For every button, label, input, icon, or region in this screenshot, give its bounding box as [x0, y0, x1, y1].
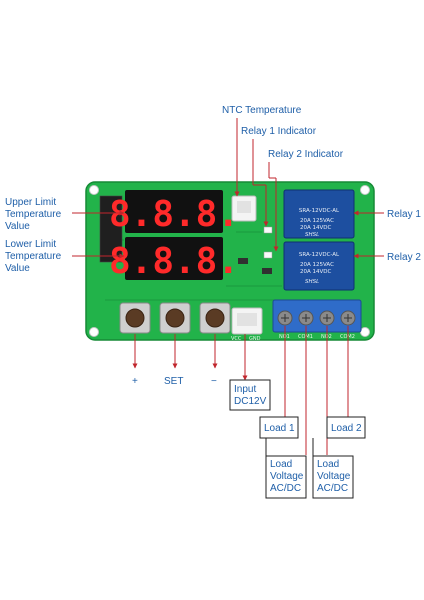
display-top: 8.8.8. — [109, 190, 239, 235]
svg-text:20A 14VDC: 20A 14VDC — [300, 225, 332, 231]
relay2-led — [263, 251, 273, 259]
input-box — [229, 379, 271, 411]
label-load2: Load 2 — [331, 423, 362, 434]
terminal-label-no1: NO1 — [279, 334, 290, 340]
label-lower-limit-2: Temperature — [5, 251, 62, 262]
svg-text:SRA-12VDC-AL: SRA-12VDC-AL — [299, 208, 340, 214]
relay1-led — [263, 226, 273, 234]
load-voltage1-box — [265, 455, 307, 499]
load-voltage2-box — [312, 455, 354, 499]
svg-text:SHSL: SHSL — [305, 279, 319, 285]
label-dc12v: DC12V — [234, 396, 267, 407]
terminal-label-no2: NO2 — [321, 334, 332, 340]
relay-1: SRA-12VDC-AL 20A 125VAC 20A 14VDC SHSL — [283, 189, 355, 239]
svg-text:20A 125VAC: 20A 125VAC — [300, 262, 334, 268]
label-load-voltage1-2: Voltage — [270, 471, 304, 482]
terminal-block — [272, 299, 362, 333]
label-relay1: Relay 1 — [387, 209, 421, 220]
label-relay2-indicator: Relay 2 Indicator — [268, 149, 344, 160]
svg-text:SHSL: SHSL — [305, 232, 319, 238]
load2-box — [326, 416, 366, 439]
load1-box — [259, 416, 299, 439]
power-label-vcc: VCC — [231, 336, 242, 342]
label-relay2: Relay 2 — [387, 252, 421, 263]
button-set[interactable] — [159, 302, 191, 334]
power-connector — [231, 307, 263, 335]
label-plus: + — [132, 376, 138, 387]
label-ntc-temperature: NTC Temperature — [222, 105, 302, 116]
ntc-connector — [231, 195, 257, 222]
svg-text:SRA-12VDC-AL: SRA-12VDC-AL — [299, 252, 340, 258]
label-lower-limit-3: Value — [5, 263, 30, 274]
label-upper-limit-1: Upper Limit — [5, 197, 56, 208]
relay-2: SRA-12VDC-AL 20A 125VAC 20A 14VDC SHSL — [283, 241, 355, 291]
label-load-voltage1-3: AC/DC — [270, 483, 301, 494]
smd-part — [238, 258, 248, 264]
button-plus[interactable] — [119, 302, 151, 334]
terminal-label-com2: COM2 — [340, 334, 355, 340]
power-label-gnd: GND — [249, 336, 261, 342]
label-minus: − — [211, 376, 217, 387]
button-minus[interactable] — [199, 302, 231, 334]
smd-part — [262, 268, 272, 274]
label-upper-limit-3: Value — [5, 221, 30, 232]
display-top-digits: 8.8.8. — [109, 194, 239, 235]
label-load-voltage2-2: Voltage — [317, 471, 351, 482]
display-bottom: 8.8.8. — [109, 237, 239, 282]
label-load-voltage2-3: AC/DC — [317, 483, 348, 494]
label-input: Input — [234, 384, 256, 395]
label-lower-limit-1: Lower Limit — [5, 239, 56, 250]
label-set: SET — [164, 376, 183, 387]
load-wiring — [265, 438, 314, 456]
label-load1: Load 1 — [264, 423, 295, 434]
label-load-voltage2-1: Load — [317, 459, 339, 470]
svg-text:20A 125VAC: 20A 125VAC — [300, 218, 334, 224]
display-bottom-digits: 8.8.8. — [109, 241, 239, 282]
terminal-label-com1: COM1 — [298, 334, 313, 340]
svg-text:20A 14VDC: 20A 14VDC — [300, 269, 332, 275]
label-load-voltage1-1: Load — [270, 459, 292, 470]
label-relay1-indicator: Relay 1 Indicator — [241, 126, 317, 137]
label-upper-limit-2: Temperature — [5, 209, 62, 220]
